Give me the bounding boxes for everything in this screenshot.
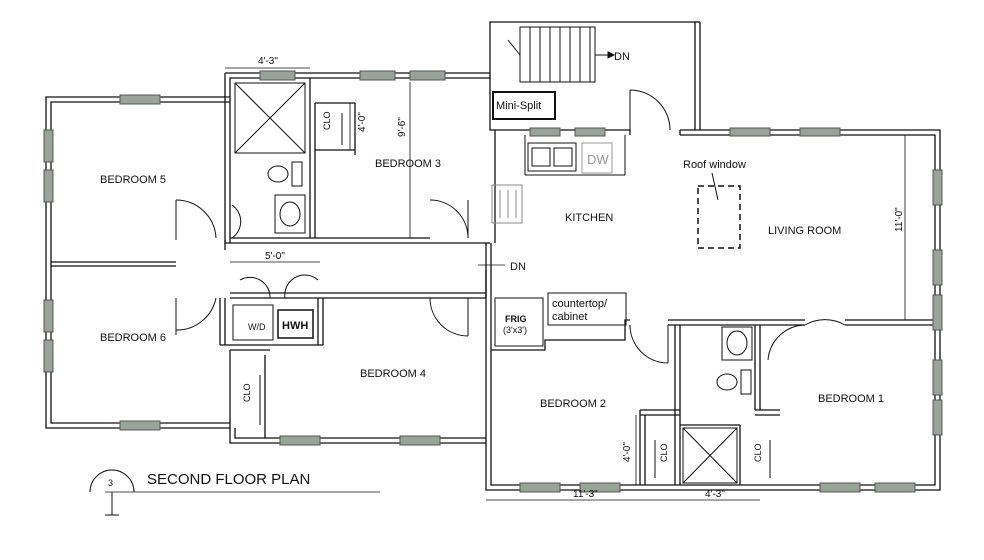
mini-split-box — [492, 91, 556, 120]
fixtures — [232, 82, 771, 484]
room-label-bedroom1: BEDROOM 1 — [818, 393, 884, 405]
stair-down-label: DN — [614, 51, 630, 63]
upper-wing-wall — [224, 72, 491, 244]
room-label-bedroom2: BEDROOM 2 — [540, 398, 606, 410]
dim-bed3-closet-depth: 4'-0" — [357, 112, 368, 132]
fridge — [494, 297, 544, 347]
shower-2 — [682, 427, 738, 484]
closet-label-bed1: CLO — [753, 443, 763, 462]
sheet-marker — [89, 469, 135, 493]
stove — [491, 184, 523, 224]
room-label-bedroom4: BEDROOM 4 — [360, 368, 426, 380]
room-label-bedroom5: BEDROOM 5 — [100, 174, 166, 186]
closet-label-bed4: CLO — [242, 383, 252, 402]
wd-label: W/D — [248, 322, 266, 332]
roof-window-label: Roof window — [683, 159, 746, 171]
dim-bed2-width: 11'-3" — [573, 489, 598, 500]
sheet-number: 3 — [108, 478, 113, 488]
room-label-bedroom3: BEDROOM 3 — [375, 158, 441, 170]
hwh-label: HWH — [282, 320, 308, 332]
roof-window — [697, 185, 741, 249]
mini-split-label: Mini-Split — [496, 100, 541, 112]
closet-label-bed2: CLO — [659, 443, 669, 462]
windows — [43, 70, 943, 493]
countertop-label-2: cabinet — [552, 311, 587, 323]
dim-bed2-closet-depth: 4'-0" — [622, 442, 633, 462]
dim-top-bath-width: 4'-3" — [258, 56, 278, 67]
dim-bath2-width: 4'-3" — [705, 489, 725, 500]
dimension-lines — [105, 67, 906, 501]
dim-laundry-width: 5'-0" — [265, 251, 285, 262]
countertop-label-1: countertop/ — [552, 298, 608, 310]
stairs — [507, 26, 616, 83]
room-label-bedroom6: BEDROOM 6 — [100, 332, 166, 344]
doors — [175, 89, 846, 364]
closet-label-bed3: CLO — [322, 111, 332, 130]
room-label-living-room: LIVING ROOM — [768, 225, 841, 237]
dw-label: DW — [587, 152, 609, 167]
room-label-kitchen: KITCHEN — [565, 212, 613, 224]
dim-living-depth: 11'-0" — [894, 207, 905, 232]
dishwasher — [581, 142, 613, 174]
frig-size-label: (3'x3') — [503, 325, 527, 335]
hall-down-label: DN — [510, 261, 526, 273]
kitchen-sink — [527, 142, 577, 172]
shower-1 — [234, 82, 306, 154]
countertop — [547, 292, 627, 326]
dim-bed3-depth: 9'-6" — [397, 117, 408, 137]
frig-label: FRIG — [505, 314, 527, 324]
plan-title: SECOND FLOOR PLAN — [147, 471, 310, 488]
